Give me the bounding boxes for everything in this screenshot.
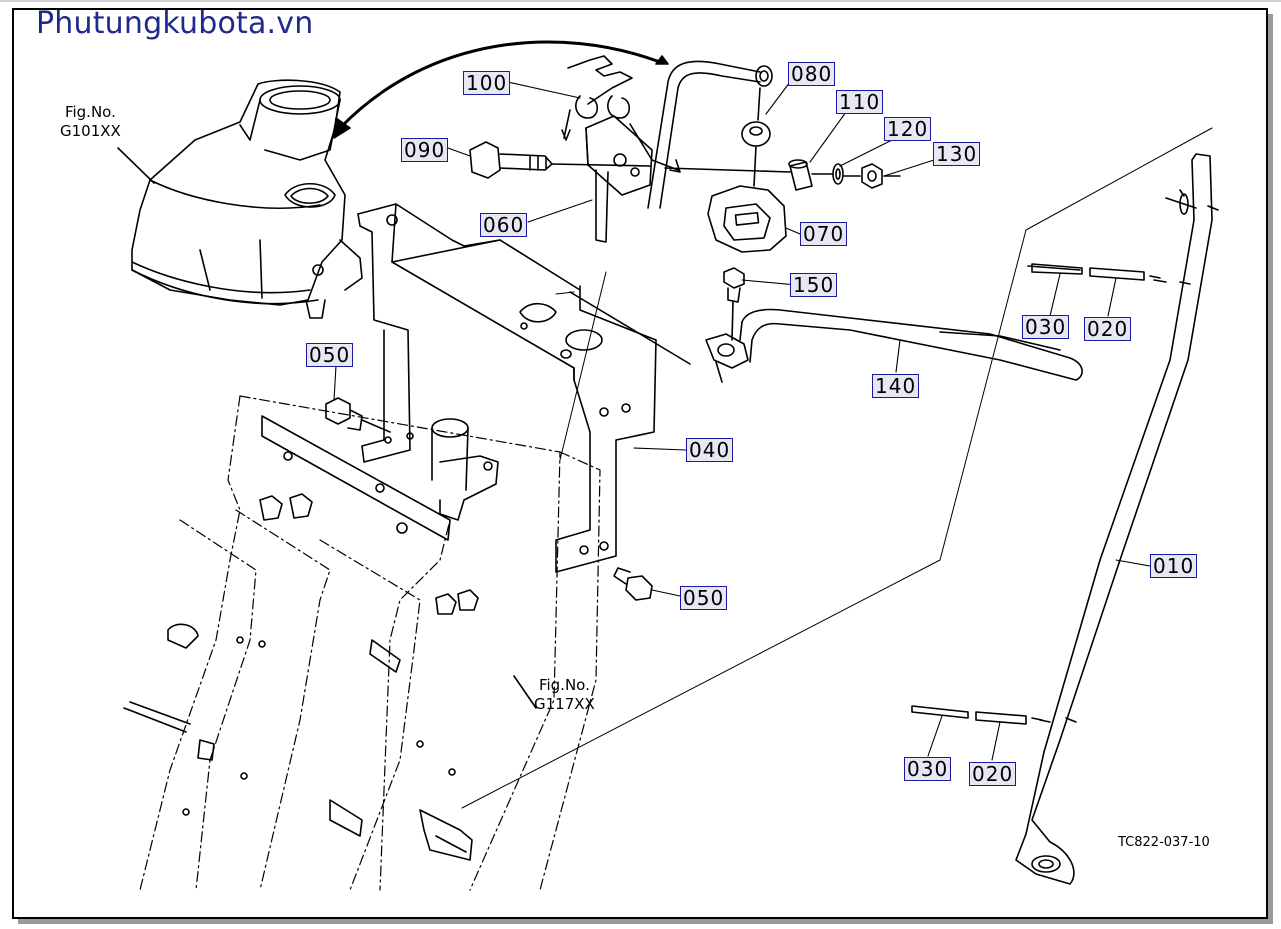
bush-070 — [707, 185, 787, 253]
callout-030-upper[interactable]: 030 — [1022, 315, 1070, 339]
figure-ref-g117: Fig.No. G117XX — [534, 676, 595, 714]
callout-050-lower[interactable]: 050 — [680, 586, 728, 610]
callout-050-upper[interactable]: 050 — [306, 343, 354, 367]
rotation-arrow — [333, 40, 669, 139]
lever-bracket — [585, 115, 653, 243]
projection-lines — [461, 127, 1213, 809]
pins-lower — [911, 705, 1043, 725]
bracket-040 — [357, 203, 691, 573]
callout-110[interactable]: 110 — [836, 90, 884, 114]
column-tube — [431, 418, 499, 521]
bolt-150 — [723, 267, 745, 341]
bolt-090 — [469, 141, 791, 179]
spring-clip — [561, 55, 633, 141]
diagram-frame — [12, 8, 1268, 919]
rod-140 — [705, 308, 1083, 383]
callout-leaders — [333, 81, 1151, 761]
leader-g117 — [513, 675, 537, 709]
figure-ref-g101: Fig.No. G101XX — [60, 103, 121, 141]
callout-120[interactable]: 120 — [884, 117, 932, 141]
callout-020-lower[interactable]: 020 — [969, 762, 1017, 786]
callout-030-lower[interactable]: 030 — [904, 757, 952, 781]
leader-g101 — [117, 147, 155, 184]
callout-150[interactable]: 150 — [790, 273, 838, 297]
brand-watermark: Phutungkubota.vn — [36, 6, 314, 41]
lever-010 — [1015, 153, 1219, 885]
callout-020-upper[interactable]: 020 — [1084, 317, 1132, 341]
bent-rod — [629, 60, 773, 209]
sleeve-washer-nut — [788, 159, 901, 191]
bolt-050-lower — [613, 567, 653, 601]
callout-090[interactable]: 090 — [401, 138, 449, 162]
callout-040[interactable]: 040 — [686, 438, 734, 462]
pins-upper — [1027, 263, 1161, 281]
callout-140[interactable]: 140 — [872, 374, 920, 398]
callout-080[interactable]: 080 — [788, 62, 836, 86]
figure-ref-label: Fig.No. — [64, 103, 116, 121]
figure-ref-number: G117XX — [534, 695, 595, 713]
frame-solid — [123, 415, 479, 861]
callout-130[interactable]: 130 — [933, 142, 981, 166]
frame-shadow-right — [1268, 14, 1273, 924]
top-edge-line — [0, 0, 1281, 2]
figure-ref-number: G101XX — [60, 122, 121, 140]
drawing-code: TC822-037-10 — [1118, 835, 1210, 850]
callout-010[interactable]: 010 — [1150, 554, 1198, 578]
collar-080 — [741, 87, 771, 187]
callout-100[interactable]: 100 — [463, 71, 511, 95]
figure-ref-label: Fig.No. — [538, 676, 590, 694]
frame-shadow-bottom — [18, 919, 1273, 924]
bolt-050-upper — [325, 397, 391, 433]
callout-060[interactable]: 060 — [480, 213, 528, 237]
column-housing — [131, 79, 363, 319]
callout-070[interactable]: 070 — [800, 222, 848, 246]
frame-assembly — [139, 395, 601, 891]
